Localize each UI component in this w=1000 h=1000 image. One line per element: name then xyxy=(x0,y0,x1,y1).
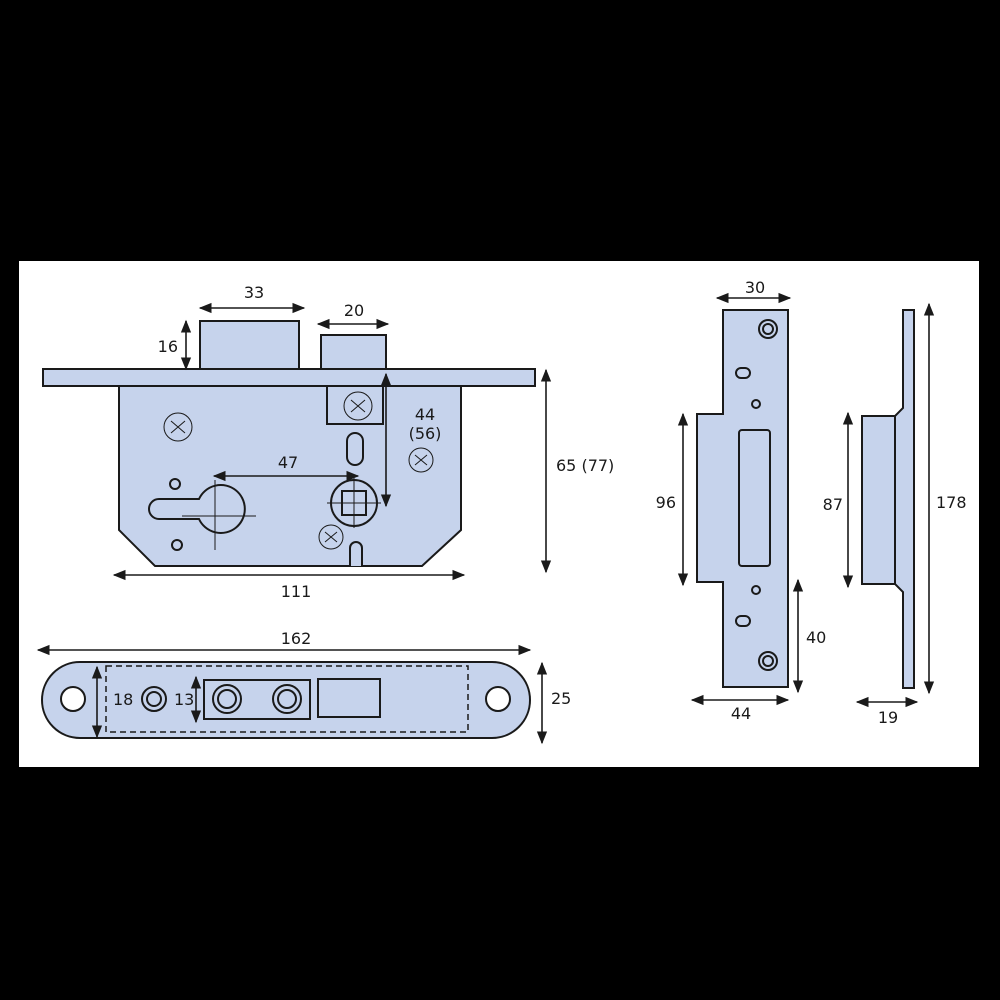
dim-forend-length: 162 xyxy=(281,629,312,648)
strike-side-plate xyxy=(894,309,915,689)
strike-plate-view: 30 96 40 44 xyxy=(656,278,827,723)
dim-inner-height: 18 xyxy=(113,690,133,709)
screw-icon xyxy=(163,412,193,442)
screw-hole xyxy=(60,686,86,712)
forend-plate xyxy=(42,368,536,387)
dim-side-depth: 19 xyxy=(878,708,898,727)
dim-side-length: 178 xyxy=(936,493,967,512)
forend-view: 162 18 13 25 xyxy=(36,629,571,745)
deadbolt xyxy=(199,320,300,371)
screw-hole xyxy=(762,323,774,335)
dim-strike-box-height: 96 xyxy=(656,493,676,512)
latch-opening xyxy=(317,678,381,718)
strike-side-view: 87 178 19 xyxy=(823,302,967,727)
latch-bolt xyxy=(320,334,387,371)
dim-centers: 47 xyxy=(278,453,298,472)
dim-body-height: 65 (77) xyxy=(556,456,614,475)
hole xyxy=(169,478,181,490)
latch-aperture xyxy=(738,429,771,567)
dim-body-width: 111 xyxy=(281,582,312,601)
slot xyxy=(346,432,364,466)
bottom-slot xyxy=(349,541,363,566)
screw-icon xyxy=(318,524,344,550)
cylinder-hole xyxy=(146,691,162,707)
screw-icon xyxy=(343,391,373,421)
screw-icon xyxy=(408,447,434,473)
dim-backset-alt: (56) xyxy=(409,424,442,443)
dim-deadbolt-width: 33 xyxy=(244,283,264,302)
dim-strike-overall-width: 44 xyxy=(731,704,751,723)
strike-box xyxy=(861,415,896,585)
dim-strike-top-width: 30 xyxy=(745,278,765,297)
screw-hole xyxy=(485,686,511,712)
dim-latch-width: 20 xyxy=(344,301,364,320)
keyhole xyxy=(148,484,246,534)
dim-strike-lower-offset: 40 xyxy=(806,628,826,647)
dim-bolt-projection: 16 xyxy=(158,337,178,356)
dim-backset: 44 xyxy=(415,405,435,424)
screw-hole xyxy=(762,655,774,667)
dim-side-box-height: 87 xyxy=(823,495,843,514)
hole xyxy=(171,539,183,551)
dim-spindle-height: 13 xyxy=(174,690,194,709)
follower-block xyxy=(326,385,384,425)
lock-body-view: 33 20 16 44 (56) 47 111 65 (77) xyxy=(42,283,614,601)
dim-forend-width: 25 xyxy=(551,689,571,708)
